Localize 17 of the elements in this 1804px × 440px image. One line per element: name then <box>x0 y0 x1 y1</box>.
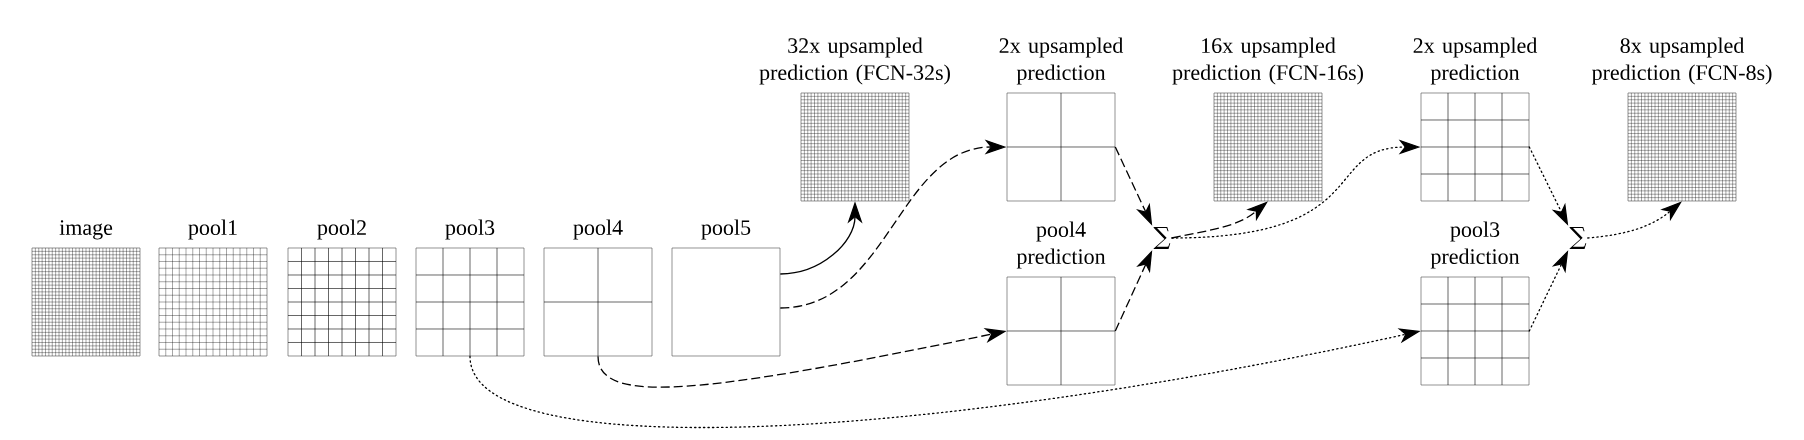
sum-symbol: ∑ <box>1569 227 1587 249</box>
heading-text: pool4 <box>573 219 623 240</box>
heading-text: pool4 prediction <box>1016 221 1106 269</box>
heading-text: pool5 <box>701 219 751 240</box>
heading-text: 2x upsampled prediction <box>1413 37 1538 85</box>
arrow <box>1587 201 1682 239</box>
heading-text: 2x upsampled prediction <box>999 37 1124 85</box>
heading-text: 8x upsampled prediction (FCN-8s) <box>1591 37 1772 85</box>
arrow <box>1171 201 1268 239</box>
heading-text: pool3 <box>445 219 495 240</box>
sum-symbol: ∑ <box>1153 227 1171 249</box>
heading-text: image <box>59 220 113 240</box>
heading-text: pool2 <box>317 219 366 240</box>
heading-text: 32x upsampled prediction (FCN-32s) <box>759 37 950 85</box>
heading-text: pool1 <box>188 219 237 240</box>
heading-text: pool3 prediction <box>1430 221 1520 269</box>
heading-text: 16x upsampled prediction (FCN-16s) <box>1172 37 1363 85</box>
